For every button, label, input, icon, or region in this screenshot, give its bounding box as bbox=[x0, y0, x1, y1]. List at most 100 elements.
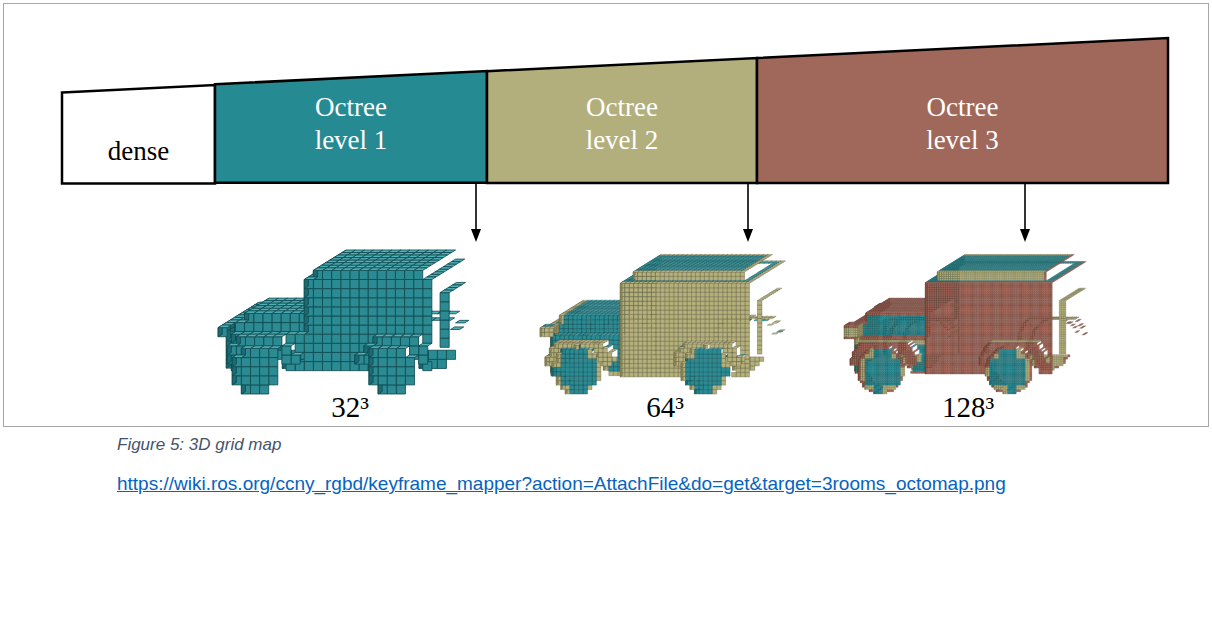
voxel-face bbox=[586, 315, 590, 319]
voxel-face bbox=[250, 367, 259, 376]
voxel-face bbox=[608, 315, 612, 319]
voxel-face bbox=[414, 307, 423, 316]
voxel-face bbox=[586, 329, 590, 333]
voxel-face bbox=[755, 357, 759, 361]
voxel-face bbox=[440, 320, 449, 329]
voxel-face bbox=[269, 376, 278, 385]
voxel-face bbox=[395, 270, 404, 279]
voxel-face bbox=[341, 334, 350, 343]
voxel-face bbox=[282, 355, 291, 364]
voxel-face bbox=[559, 324, 563, 328]
voxel-face bbox=[414, 289, 423, 298]
voxel-face bbox=[332, 307, 341, 316]
voxel-face bbox=[359, 316, 368, 325]
voxel-face bbox=[400, 337, 409, 346]
voxel-face bbox=[341, 298, 350, 307]
voxel-face bbox=[757, 336, 761, 340]
voxel-face bbox=[750, 357, 754, 361]
voxel-face bbox=[273, 337, 282, 346]
voxel-face bbox=[600, 320, 604, 324]
voxel-face bbox=[387, 376, 396, 385]
voxel-face bbox=[405, 376, 414, 385]
voxel-face bbox=[440, 338, 449, 347]
voxel-face bbox=[304, 343, 313, 352]
voxel-face bbox=[332, 316, 341, 325]
voxel-face bbox=[604, 315, 608, 319]
voxel-face bbox=[573, 329, 577, 333]
voxel-face bbox=[359, 298, 368, 307]
voxel-face bbox=[736, 272, 740, 276]
voxel-face bbox=[772, 333, 778, 334]
voxel-face bbox=[304, 362, 313, 371]
voxel-face bbox=[350, 280, 359, 289]
voxel-face bbox=[386, 307, 395, 316]
voxel-face bbox=[709, 272, 713, 276]
voxel-face bbox=[757, 310, 761, 314]
voxel-face bbox=[295, 334, 304, 343]
voxel-cars bbox=[218, 250, 1088, 394]
voxel-face bbox=[313, 316, 322, 325]
voxel-face bbox=[332, 343, 341, 352]
voxel-face bbox=[414, 270, 423, 279]
voxel-face bbox=[595, 329, 599, 333]
voxel-face bbox=[405, 289, 414, 298]
voxel-face bbox=[722, 276, 726, 280]
voxel-face bbox=[740, 272, 744, 276]
voxel-face bbox=[591, 329, 595, 333]
voxel-face bbox=[757, 299, 763, 300]
voxel-face bbox=[341, 352, 350, 361]
voxel-face bbox=[757, 332, 761, 336]
voxel-face bbox=[254, 313, 263, 322]
voxel-face bbox=[386, 270, 395, 279]
voxel-face bbox=[577, 320, 581, 324]
voxel-face bbox=[419, 355, 428, 364]
voxel-face bbox=[368, 316, 377, 325]
voxel-face bbox=[777, 331, 783, 332]
voxel-face bbox=[568, 329, 572, 333]
voxel-face bbox=[613, 324, 617, 328]
voxel-face bbox=[586, 320, 590, 324]
voxel-face bbox=[322, 289, 331, 298]
voxel-face bbox=[428, 350, 437, 359]
voxel-face bbox=[350, 334, 359, 343]
voxel-face bbox=[341, 362, 350, 371]
voxel-face bbox=[281, 323, 290, 332]
voxel-face bbox=[260, 367, 269, 376]
voxel-face bbox=[713, 272, 717, 276]
arrow-head bbox=[743, 229, 753, 242]
voxel-face bbox=[573, 324, 577, 328]
voxel-face bbox=[757, 318, 761, 322]
voxel-face bbox=[750, 361, 754, 365]
voxel-face bbox=[341, 325, 350, 334]
voxel-face bbox=[260, 376, 269, 385]
voxel-face bbox=[359, 307, 368, 316]
voxel-face bbox=[377, 298, 386, 307]
voxel-face bbox=[423, 289, 432, 298]
voxel-face bbox=[341, 280, 350, 289]
voxel-face bbox=[368, 280, 377, 289]
voxel-face bbox=[359, 280, 368, 289]
voxel-face bbox=[414, 316, 423, 325]
voxel-face bbox=[350, 325, 359, 334]
voxel-face bbox=[269, 367, 278, 376]
voxel-face bbox=[405, 270, 414, 279]
voxel-face bbox=[377, 289, 386, 298]
voxel-face bbox=[396, 348, 405, 357]
voxel-face bbox=[282, 343, 295, 346]
voxel-face bbox=[395, 280, 404, 289]
voxel-face bbox=[241, 367, 250, 376]
voxel-face bbox=[245, 337, 254, 346]
voxel-face bbox=[332, 280, 341, 289]
voxel-face bbox=[755, 361, 759, 365]
voxel-face bbox=[437, 359, 446, 368]
voxel-face bbox=[405, 367, 414, 376]
voxel-face bbox=[446, 350, 455, 359]
voxel-face bbox=[313, 289, 322, 298]
voxel-face bbox=[250, 358, 259, 367]
voxel-face bbox=[564, 315, 568, 319]
voxel-face bbox=[254, 323, 263, 332]
voxel-face bbox=[456, 320, 469, 323]
voxel-face bbox=[582, 320, 586, 324]
voxel-face bbox=[396, 367, 405, 376]
voxel-face bbox=[377, 270, 386, 279]
